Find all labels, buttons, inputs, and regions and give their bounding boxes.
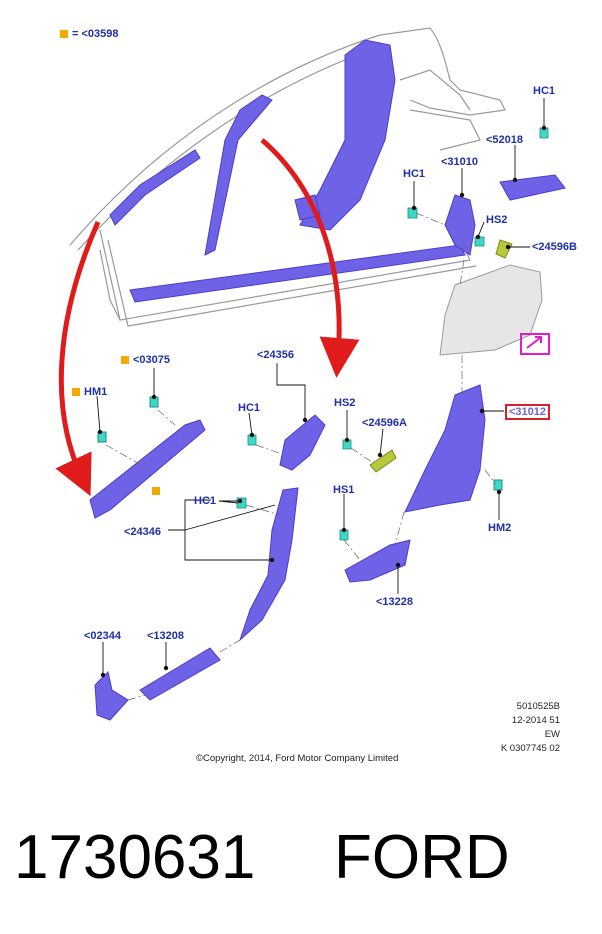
label-24346: <24346	[124, 526, 162, 538]
transfer-arrow-right	[260, 138, 360, 378]
label-hc1-top-right: HC1	[533, 85, 556, 97]
a-pillar-trim	[89, 419, 206, 519]
transfer-arrow-left	[55, 220, 101, 497]
leader-dots	[97, 125, 547, 678]
body-side-frame	[69, 27, 506, 327]
label-13228: <13228	[376, 596, 414, 608]
marker-square-03075	[121, 356, 129, 364]
label-hm1: HM1	[84, 386, 108, 398]
drawing-info-block: 5010525B 12-2014 51 EW K 0307745 02	[470, 700, 560, 756]
marker-square-left	[152, 487, 160, 495]
label-hc1-lower: HC1	[194, 495, 217, 507]
b-pillar-upper-trim	[279, 414, 326, 471]
label-03075: <03075	[133, 354, 171, 366]
brand-name: FORD	[334, 823, 510, 892]
clip-hm2	[493, 479, 503, 491]
b-pillar-lower-trim	[238, 487, 299, 642]
grey-quarter-panel	[439, 264, 543, 356]
copyright-text: ©Copyright, 2014, Ford Motor Company Lim…	[196, 753, 399, 764]
legend-label: = <03598	[72, 28, 119, 40]
label-hs2-upper: HS2	[486, 214, 508, 226]
marker-square-hm1	[72, 388, 80, 396]
label-24596a: <24596A	[362, 417, 407, 429]
label-24596b: <24596B	[532, 241, 577, 253]
pointer-arrow-icon	[526, 336, 542, 349]
assembly-lines	[105, 212, 497, 701]
scuff-13228	[344, 539, 411, 583]
part-number: 1730631	[14, 823, 256, 892]
label-31012: <31012	[505, 404, 551, 420]
label-hc1-center: HC1	[238, 402, 261, 414]
label-hm2: HM2	[488, 522, 512, 534]
clip-24596a	[369, 449, 397, 473]
label-hs2-center: HS2	[334, 397, 356, 409]
legend-marker-square	[60, 30, 68, 38]
info-line-2: 12-2014 51	[511, 715, 560, 726]
quarter-trim-31012	[404, 384, 486, 513]
label-52018: <52018	[486, 134, 524, 146]
body-pillars	[109, 39, 466, 303]
sill-13208	[139, 647, 221, 701]
kick-panel-02344	[94, 671, 129, 721]
label-02344: <02344	[84, 630, 122, 642]
info-line-1: 5010525B	[516, 701, 560, 712]
info-line-3: EW	[544, 729, 560, 740]
info-line-4: K 0307745 02	[500, 743, 560, 754]
clip-24596b	[495, 239, 513, 259]
leader-lines	[96, 98, 545, 675]
label-hc1-mid: HC1	[403, 168, 426, 180]
label-13208: <13208	[147, 630, 185, 642]
label-hs1: HS1	[333, 484, 355, 496]
label-24356: <24356	[257, 349, 295, 361]
magenta-symbol-box	[520, 333, 550, 355]
label-31010: <31010	[441, 156, 479, 168]
